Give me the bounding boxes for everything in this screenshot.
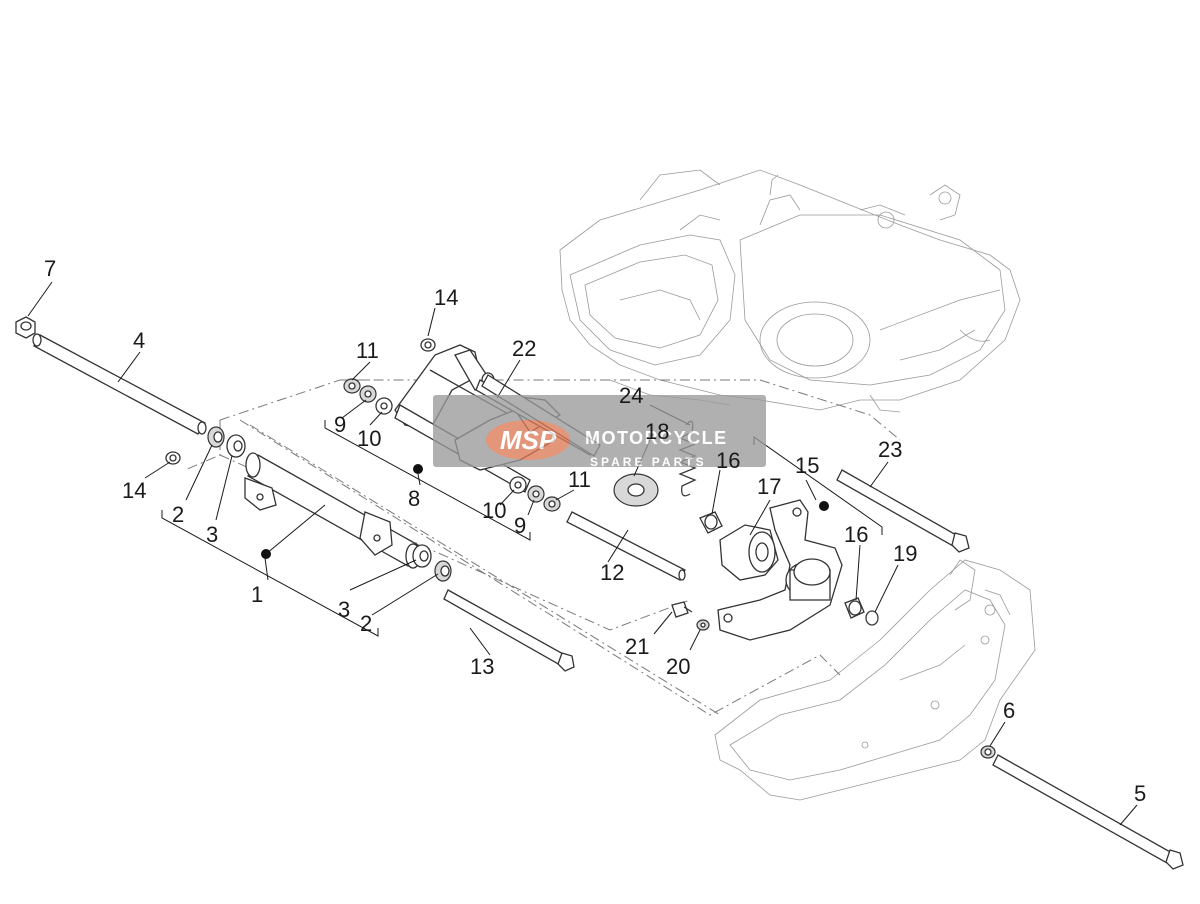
part-1-swing-arm	[244, 452, 421, 569]
label-part-14-left: 14	[122, 478, 146, 503]
part-15-bracket	[717, 499, 843, 641]
part-9-washer-lower	[527, 485, 545, 503]
label-part-23: 23	[878, 437, 902, 462]
part-11-washer-upper	[343, 378, 361, 394]
part-4-pin	[32, 333, 207, 435]
leader-lines	[27, 281, 1138, 826]
label-part-5: 5	[1134, 781, 1146, 806]
part-14-bushing-left	[165, 451, 181, 465]
part-3-bushing-lower	[412, 544, 432, 568]
label-part-2-lower: 2	[360, 611, 372, 636]
part-18-buffer	[613, 473, 659, 507]
watermark-line2: SPARE PARTS	[590, 455, 707, 469]
label-part-6: 6	[1003, 698, 1015, 723]
label-part-15: 15	[795, 453, 819, 478]
part-2-washer-lower	[434, 560, 452, 582]
part-13-bolt	[443, 589, 575, 672]
label-part-3-upper: 3	[206, 522, 218, 547]
label-part-21: 21	[625, 634, 649, 659]
engine-illustration	[559, 169, 1021, 413]
part-17-silent-block	[719, 524, 779, 581]
label-part-8: 8	[408, 486, 420, 511]
label-part-16-upper: 16	[716, 448, 740, 473]
label-part-1: 1	[251, 582, 263, 607]
label-part-14-top: 14	[434, 285, 458, 310]
part-11-washer-lower	[543, 496, 561, 512]
part-16-bushing-upper	[699, 511, 723, 534]
part-2-washer-upper	[207, 426, 225, 448]
label-part-3-lower: 3	[338, 597, 350, 622]
label-part-16-lower: 16	[844, 522, 868, 547]
label-part-24: 24	[619, 383, 643, 408]
part-14-bushing-top	[420, 338, 436, 352]
label-part-10-upper: 10	[357, 426, 381, 451]
part-labels: 7 4 14 2 3 1 3 2 13 14 11 22 9 10 8 24 1…	[44, 256, 1146, 806]
label-part-12: 12	[600, 560, 624, 585]
watermark-line1: MOTORCYCLE	[585, 428, 728, 448]
part-3-bushing-upper	[226, 434, 246, 458]
part-10-bushing-upper	[375, 397, 393, 415]
watermark-logo-badge	[486, 420, 570, 460]
label-part-22: 22	[512, 336, 536, 361]
watermark-logo: MSP	[500, 425, 557, 455]
label-part-4: 4	[133, 328, 145, 353]
label-part-19: 19	[893, 541, 917, 566]
label-part-10-lower: 10	[482, 498, 506, 523]
label-part-9-upper: 9	[334, 412, 346, 437]
label-part-2-upper: 2	[172, 502, 184, 527]
watermark: MSP MOTORCYCLE SPARE PARTS	[433, 395, 766, 469]
part-20-washer	[696, 619, 710, 631]
frame-illustration	[714, 559, 1036, 801]
part-23-bolt	[836, 469, 970, 553]
part-19-circlip	[865, 610, 879, 626]
label-part-13: 13	[470, 654, 494, 679]
part-5-bolt	[992, 754, 1184, 870]
label-part-11-lower: 11	[568, 467, 591, 492]
assembly-outlines	[184, 379, 901, 716]
part-6-washer	[980, 745, 996, 759]
part-21-screw	[671, 601, 693, 618]
part-7-nut	[15, 316, 36, 339]
part-12-pin	[566, 511, 686, 581]
label-part-11-upper: 11	[356, 338, 379, 363]
part-16-bushing-lower	[844, 597, 865, 619]
label-part-7: 7	[44, 256, 56, 281]
part-9-washer-upper	[359, 385, 377, 403]
label-part-20: 20	[666, 654, 690, 679]
label-part-18: 18	[645, 419, 669, 444]
label-part-9-lower: 9	[514, 513, 526, 538]
label-part-17: 17	[757, 474, 781, 499]
part-10-bushing-lower	[509, 476, 527, 494]
